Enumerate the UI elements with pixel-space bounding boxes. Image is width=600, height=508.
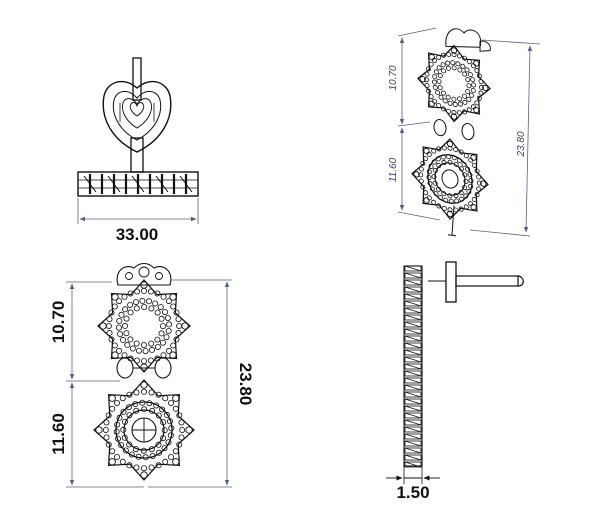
post <box>130 57 144 173</box>
width-dimension <box>77 198 199 224</box>
iso-bottom-label: 11.60 <box>388 157 399 182</box>
heart-crown <box>102 80 172 153</box>
elevation-dimensions <box>66 279 232 488</box>
elevation-total-label: 23.80 <box>236 363 255 406</box>
iso-lower-flower <box>411 138 489 220</box>
side-thickness-dimension <box>386 466 440 484</box>
center-bezel <box>115 401 173 459</box>
elevation-crown <box>116 262 172 286</box>
iso-total-label: 23.80 <box>516 131 527 157</box>
elevation-top-label: 10.70 <box>49 301 68 344</box>
iso-connector <box>433 119 475 141</box>
side-post <box>428 261 524 303</box>
setting-bar <box>77 171 199 197</box>
side-thickness-label: 1.50 <box>396 483 429 502</box>
elevation-bottom-label: 11.60 <box>49 413 68 455</box>
isometric-view: 10.70 11.60 23.80 <box>388 27 541 237</box>
side-view: 1.50 <box>386 261 524 502</box>
connector <box>116 357 172 379</box>
iso-dimensions <box>397 27 541 237</box>
iso-bezel <box>427 154 473 204</box>
front-view: 33.00 <box>77 57 199 244</box>
elevation-view: 10.70 11.60 23.80 <box>49 262 255 488</box>
upper-flower <box>97 279 191 373</box>
width-label: 33.00 <box>116 225 159 244</box>
side-profile <box>403 265 423 468</box>
iso-upper-flower <box>417 44 491 123</box>
iso-top-label: 10.70 <box>388 65 399 90</box>
iso-crown <box>445 28 491 52</box>
